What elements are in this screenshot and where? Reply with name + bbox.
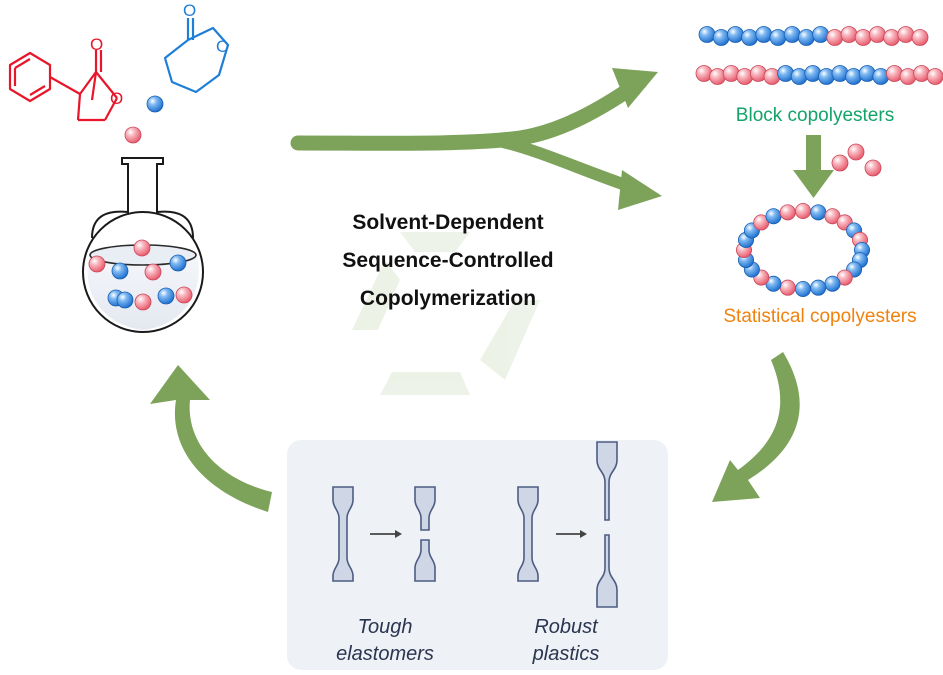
flask-bead [144, 263, 162, 281]
flask-bead [88, 255, 106, 273]
chain-bead [736, 68, 754, 85]
chain-bead [899, 68, 917, 85]
chain-bead [872, 68, 890, 85]
applications-panel [287, 440, 668, 670]
app-1-line-1: Tough [358, 616, 413, 638]
elastomer-tensile-specimens [332, 486, 436, 582]
chain-bead [709, 68, 726, 85]
rising-bead [146, 95, 164, 113]
flask-bead [116, 291, 134, 309]
chain-bead [755, 26, 773, 43]
rising-monomer-beads [124, 95, 164, 144]
chain-bead [886, 65, 903, 82]
chain-bead [695, 65, 713, 82]
chain-bead [818, 68, 835, 85]
chain-bead [727, 26, 744, 43]
statistical-copolyesters-label: Statistical copolyesters [723, 306, 916, 327]
app-2-line-2: plastics [532, 643, 600, 665]
flask-bead [111, 262, 129, 280]
curved-arrow-right [712, 352, 800, 502]
flask-monomer-beads [88, 239, 193, 311]
loose-bead [831, 154, 849, 172]
title-line-1: Solvent-Dependent [352, 211, 543, 234]
ring-bead [810, 204, 827, 221]
loose-bead [847, 143, 865, 161]
ring-bead [765, 208, 782, 225]
flask-bead [157, 287, 175, 305]
chain-bead [869, 26, 886, 43]
chain-bead [913, 65, 930, 82]
branch-arrowhead-bottom [618, 170, 662, 210]
statistical-ring [736, 202, 871, 297]
block-chain-1 [698, 26, 929, 46]
chain-bead [845, 68, 862, 85]
blue-carbonyl-oxygen: O [183, 1, 196, 20]
app-2-line-1: Robust [534, 616, 599, 638]
flask-bead [169, 254, 187, 272]
rising-bead [124, 126, 142, 144]
chain-bead [777, 65, 794, 82]
flask-bead [175, 286, 193, 304]
chain-bead [722, 65, 740, 82]
chain-bead [790, 68, 808, 85]
branch-arrowhead-top [612, 68, 658, 108]
red-ring-oxygen: O [110, 89, 123, 108]
chain-bead [804, 65, 822, 82]
block-chain-2 [695, 65, 943, 85]
title-line-3: Copolymerization [360, 287, 536, 310]
chain-bead [831, 65, 849, 82]
chain-bead [763, 68, 781, 85]
blue-ring-oxygen: O [216, 37, 229, 56]
chain-bead [897, 26, 915, 43]
title-line-2: Sequence-Controlled [342, 249, 553, 272]
red-lactone-monomer [8, 50, 118, 122]
chain-bead [712, 29, 730, 46]
chain-bead [783, 26, 801, 43]
red-carbonyl-oxygen: O [90, 35, 103, 54]
down-arrow [793, 135, 834, 198]
chain-bead [883, 29, 900, 46]
flask-bead [134, 293, 152, 311]
chain-bead [698, 26, 716, 43]
chain-bead [858, 65, 876, 82]
ring-bead [824, 275, 841, 292]
chain-bead [911, 29, 929, 46]
loose-pink-beads [831, 143, 882, 177]
chain-bead [826, 29, 844, 46]
ring-bead [810, 279, 827, 296]
curved-arrow-left [150, 365, 272, 512]
chain-bead [812, 26, 829, 43]
branching-arrow [290, 68, 662, 210]
chain-bead [840, 26, 858, 43]
ring-bead [795, 202, 812, 219]
app-1-line-2: elastomers [336, 643, 434, 665]
ring-bead [795, 280, 812, 297]
blue-caprolactone-monomer [163, 18, 230, 94]
ring-bead [779, 204, 796, 221]
flask-bead [133, 239, 151, 257]
chain-bead [769, 29, 787, 46]
recycle-watermark-icon [352, 232, 540, 395]
ring-bead [779, 279, 796, 296]
loose-bead [864, 159, 882, 177]
plastic-tensile-specimens [517, 441, 618, 608]
chain-bead [798, 29, 815, 46]
block-copolyesters-label: Block copolyesters [736, 105, 894, 126]
chain-bead [750, 65, 767, 82]
chain-bead [926, 68, 943, 85]
chain-bead [854, 29, 872, 46]
chain-bead [741, 29, 758, 46]
